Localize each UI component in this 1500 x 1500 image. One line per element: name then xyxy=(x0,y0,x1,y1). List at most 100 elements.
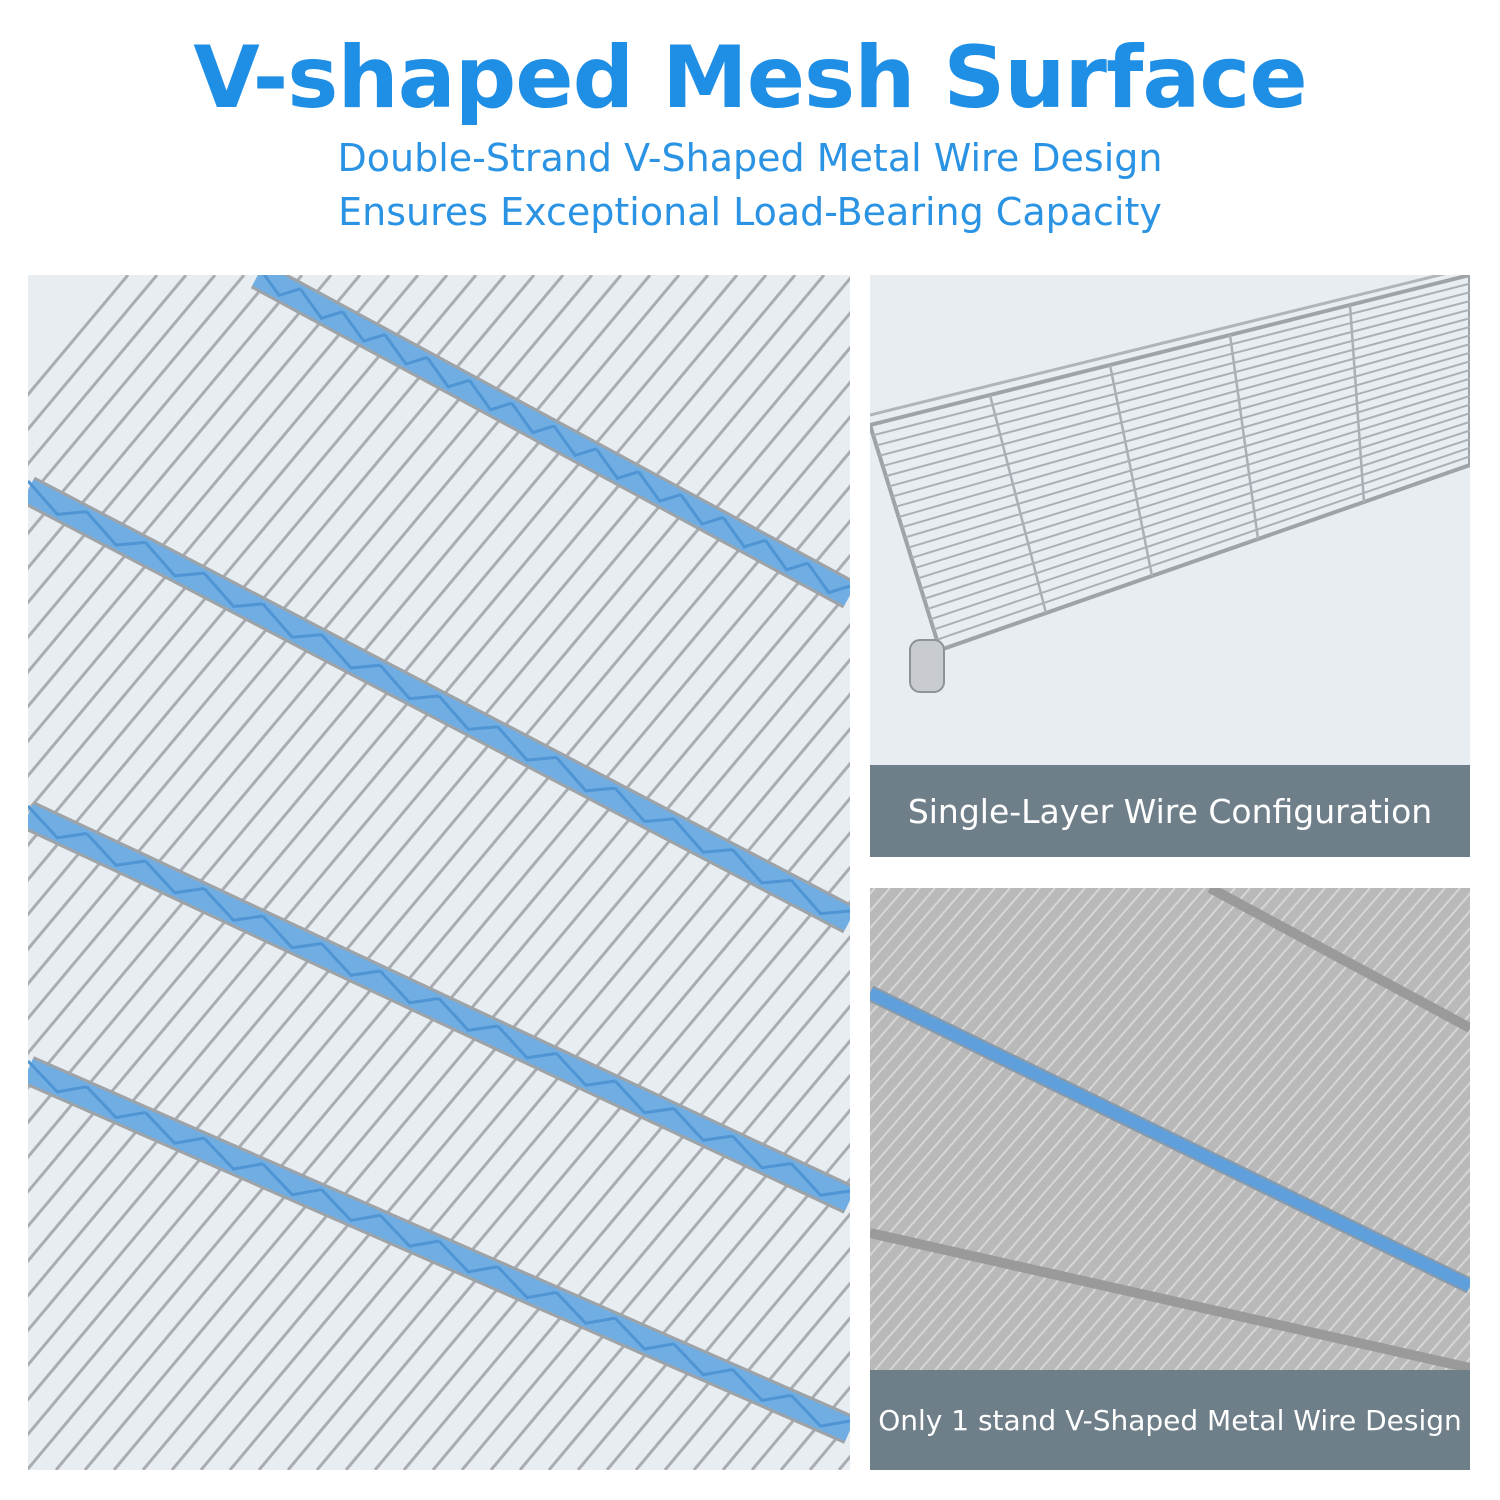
v-truss-wire xyxy=(672,1107,733,1142)
mesh-closeup-illustration xyxy=(28,275,850,1470)
mesh-wire xyxy=(870,888,1251,1326)
v-truss-wire xyxy=(28,804,87,840)
shelf-wire xyxy=(923,420,1470,600)
mesh-wire xyxy=(870,888,1056,1102)
mesh-wire xyxy=(870,888,1266,1343)
v-truss-wire xyxy=(383,333,428,366)
v-truss-wire xyxy=(379,969,440,1005)
mesh-wire xyxy=(870,888,1191,1257)
shelf-post-collar xyxy=(909,639,945,693)
mesh-wire xyxy=(28,275,130,397)
mesh-wire xyxy=(870,888,1041,1085)
mesh-wire xyxy=(460,1004,850,1470)
mesh-wire xyxy=(112,588,850,1470)
mesh-wire xyxy=(919,888,1341,1370)
v-truss-wire xyxy=(679,493,724,526)
shelf-wire xyxy=(904,369,1470,539)
mesh-wire xyxy=(402,934,850,1470)
shelf-wire xyxy=(930,438,1470,621)
mesh-wire xyxy=(1219,1081,1470,1370)
shelf-wire xyxy=(882,308,1470,467)
mesh-wire xyxy=(1354,1236,1470,1370)
mesh-wire xyxy=(605,1177,850,1470)
v-truss-wire xyxy=(614,1079,675,1115)
v-truss-wire xyxy=(637,470,682,503)
mesh-wire xyxy=(870,888,1161,1223)
mesh-wire xyxy=(1159,1012,1470,1370)
shelf-wire xyxy=(933,446,1470,631)
mesh-wire xyxy=(1294,1167,1470,1370)
mesh-wire xyxy=(28,276,850,1264)
v-truss-wire xyxy=(731,1368,792,1403)
v-truss-wire xyxy=(28,480,87,516)
mesh-wire xyxy=(1114,961,1470,1370)
mesh-wire xyxy=(870,888,1221,1292)
v-truss-wire xyxy=(468,379,513,412)
v-truss-wire xyxy=(790,879,850,916)
mesh-wire xyxy=(28,275,536,883)
subtitle-line-1: Double-Strand V-Shaped Metal Wire Design xyxy=(337,136,1163,180)
mesh-wire xyxy=(170,657,850,1470)
mesh-wire xyxy=(547,1107,850,1470)
shelf-wire xyxy=(901,360,1470,529)
v-truss-wire xyxy=(496,1265,557,1300)
single-layer-shelf-image xyxy=(870,275,1470,765)
mesh-wire xyxy=(141,622,850,1470)
shelf-wire xyxy=(892,334,1470,498)
v-truss-wire xyxy=(731,848,792,885)
mesh-wire xyxy=(28,484,850,1470)
mesh-wire xyxy=(576,1142,850,1470)
v-truss-wire xyxy=(320,942,381,977)
mesh-wire xyxy=(634,1211,850,1470)
v-truss-wire xyxy=(595,447,640,481)
v-shaped-support-highlight xyxy=(28,479,850,931)
mesh-wire xyxy=(870,888,1131,1188)
mesh-wire xyxy=(28,380,850,1368)
mesh-wire xyxy=(199,692,850,1470)
v-truss-wire xyxy=(320,633,381,670)
mesh-wire xyxy=(1024,888,1446,1370)
v-truss-wire xyxy=(552,425,597,458)
mesh-wire xyxy=(28,414,850,1402)
single-strand-mesh-image xyxy=(870,888,1470,1370)
mesh-wire xyxy=(870,888,1176,1240)
mesh-wire xyxy=(994,888,1416,1370)
mesh-wire xyxy=(889,888,1311,1370)
shelf-wire xyxy=(926,429,1470,611)
v-truss-wire xyxy=(203,887,264,922)
v-truss-wire xyxy=(672,1342,733,1377)
v-truss-wire xyxy=(555,1052,616,1087)
v-truss-wire xyxy=(437,997,498,1032)
mesh-wire xyxy=(1039,888,1461,1370)
mesh-wire xyxy=(28,275,710,1090)
mesh-wire xyxy=(870,888,996,1033)
mesh-wire xyxy=(1384,1270,1470,1370)
v-truss-wire xyxy=(341,310,386,343)
mesh-wire xyxy=(54,518,850,1470)
mesh-wire xyxy=(28,275,217,501)
mesh-wire xyxy=(28,275,333,640)
v-truss-wire xyxy=(496,1024,557,1060)
mesh-wire xyxy=(979,888,1401,1370)
mesh-wire xyxy=(1369,1253,1470,1370)
v-truss-wire xyxy=(437,1239,498,1274)
mesh-wire xyxy=(373,900,850,1470)
mesh-wire xyxy=(28,275,507,848)
mesh-wire xyxy=(28,275,478,813)
v-truss-wire xyxy=(614,1317,675,1351)
mesh-wire xyxy=(1009,888,1431,1370)
v-truss-wire xyxy=(299,287,344,321)
v-truss-wire xyxy=(731,1134,792,1170)
shelf-support xyxy=(1348,304,1366,503)
mesh-wire xyxy=(28,275,304,605)
mesh-wire xyxy=(1264,1133,1470,1370)
single-strand-caption: Only 1 stand V-Shaped Metal Wire Design xyxy=(870,1370,1470,1470)
shelf-wire xyxy=(907,377,1470,549)
v-truss-wire xyxy=(85,510,146,547)
mesh-wire xyxy=(28,345,850,1333)
v-shaped-support-highlight xyxy=(252,275,850,606)
v-truss-wire xyxy=(510,402,555,435)
mesh-wire xyxy=(663,1246,850,1470)
mesh-wire xyxy=(28,275,420,744)
v-truss-wire xyxy=(437,695,498,731)
